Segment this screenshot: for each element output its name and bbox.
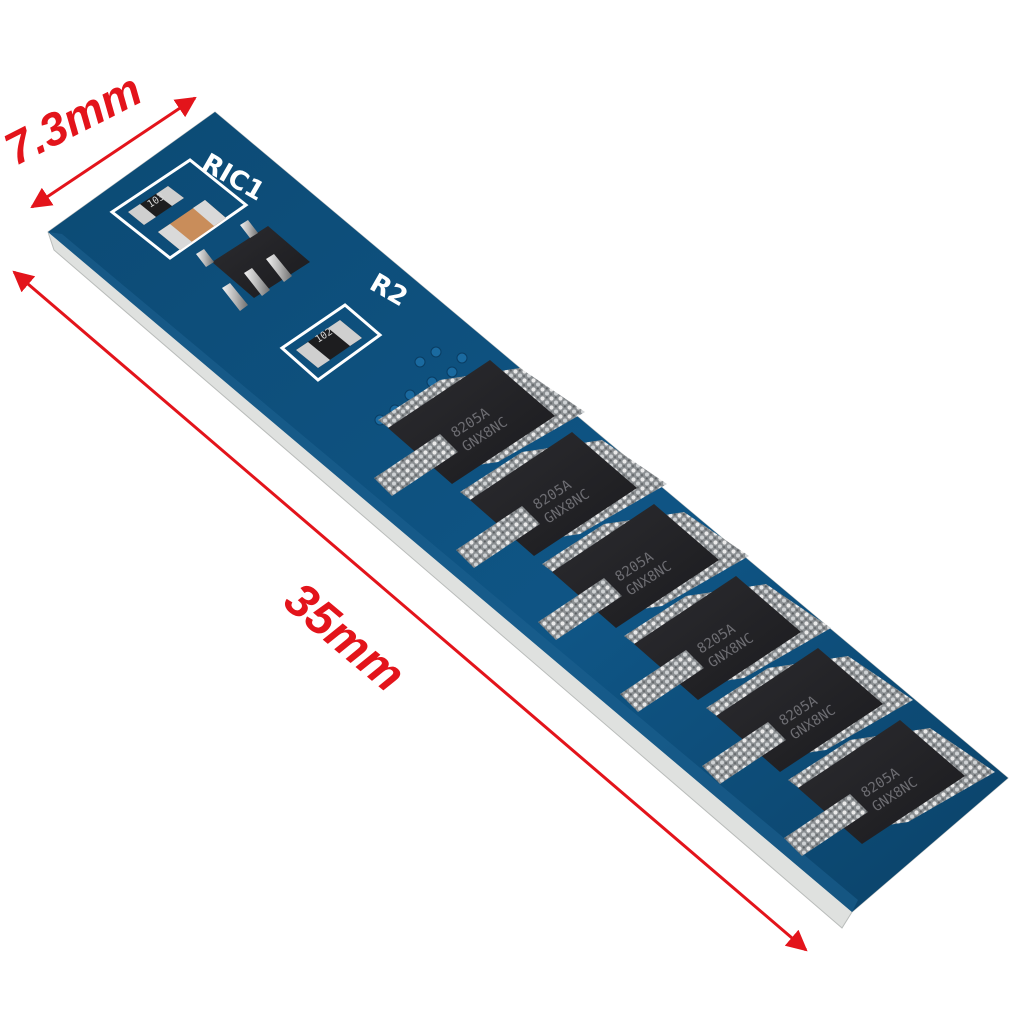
protection-ic <box>196 220 310 311</box>
mosfet-chip: 8205A GNX8NC <box>374 360 585 496</box>
mosfet-array: 8205A GNX8NC 8205A GNX8NC 8205A GNX8NC 8… <box>374 360 995 856</box>
mosfet-chip: 8205A GNX8NC <box>784 720 995 856</box>
resistor-r2: 102 <box>296 320 362 368</box>
mosfet-chip: 8205A GNX8NC <box>456 432 667 568</box>
mosfet-chip: 8205A GNX8NC <box>620 576 831 712</box>
resistor-r1: 103 <box>128 186 184 225</box>
length-arrow <box>12 270 808 952</box>
mosfet-chip: 8205A GNX8NC <box>702 648 913 784</box>
capacitor <box>158 200 226 250</box>
control-section: 103 102 RIC1 R2 <box>109 148 468 426</box>
mosfet-chip: 8205A GNX8NC <box>538 504 749 640</box>
width-arrow <box>30 96 197 209</box>
